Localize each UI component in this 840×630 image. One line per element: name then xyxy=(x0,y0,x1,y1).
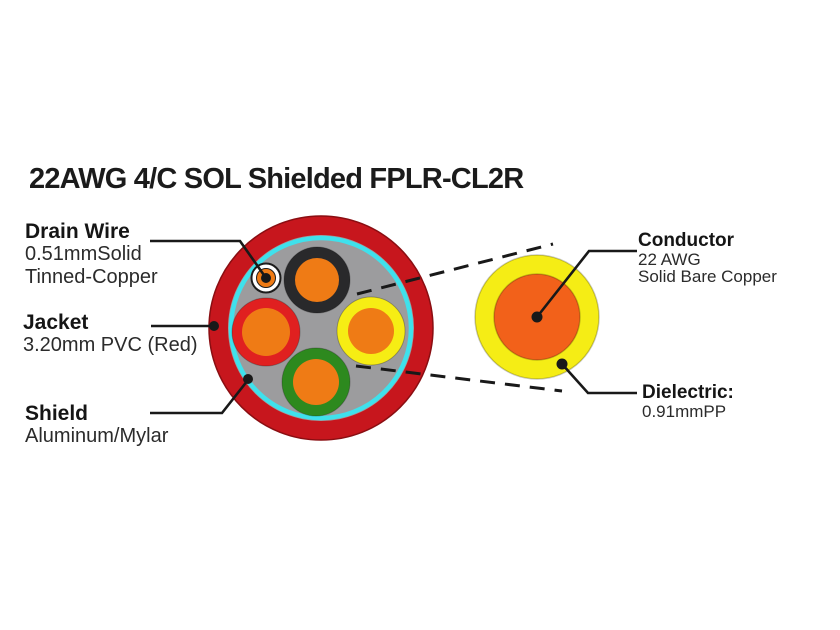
jacket-leader-dot xyxy=(209,321,219,331)
conductor-spec-line: 22 AWG xyxy=(638,250,701,269)
shield-heading: Shield xyxy=(25,402,89,425)
conductor-bottom-copper xyxy=(293,359,339,405)
conductor-leader-line xyxy=(535,249,637,318)
drain-wire-callout: Drain Wire 0.51mmSolid Tinned-Copper xyxy=(25,220,158,288)
conductor-spec-line: Solid Bare Copper xyxy=(638,267,777,286)
conductor-left-copper xyxy=(242,308,290,356)
conductor-top-copper xyxy=(295,258,339,302)
mylar-shield-ring xyxy=(228,235,414,421)
dielectric-leader-dot xyxy=(556,358,568,370)
dielectric-heading: Dielectric: xyxy=(642,382,734,403)
shield-callout: Shield Aluminum/Mylar xyxy=(25,402,168,448)
drain-wire-spec-line: Tinned-Copper xyxy=(25,265,158,288)
jacket-heading: Jacket xyxy=(23,311,89,334)
dielectric-callout: Dielectric: 0.91mmPP xyxy=(642,382,734,421)
dielectric-spec-line: 0.91mmPP xyxy=(642,402,727,421)
dielectric-leader-line xyxy=(561,363,637,395)
drain-wire-spec-line: 0.51mmSolid xyxy=(25,243,142,265)
conductor-callout: Conductor 22 AWG Solid Bare Copper xyxy=(638,230,777,286)
conductor-leader-dot xyxy=(531,311,543,323)
jacket-callout: Jacket 3.20mm PVC (Red) xyxy=(23,311,198,357)
page-title: 22AWG 4/C SOL Shielded FPLR-CL2R xyxy=(29,163,524,195)
jacket-spec-line: 3.20mm PVC (Red) xyxy=(23,334,198,356)
magnifier-dashed-line-bottom xyxy=(355,364,563,393)
shield-leader-line xyxy=(150,379,250,415)
magnifier-dashed-line-top xyxy=(356,242,554,296)
conductor-right-copper xyxy=(348,308,394,354)
conductor-heading: Conductor xyxy=(638,230,735,251)
shield-leader-dot xyxy=(243,374,253,384)
drain-wire-leader-line xyxy=(150,239,268,279)
drain-wire-leader-dot xyxy=(261,273,271,283)
shield-spec-line: Aluminum/Mylar xyxy=(25,425,169,447)
drain-wire-heading: Drain Wire xyxy=(25,220,130,243)
